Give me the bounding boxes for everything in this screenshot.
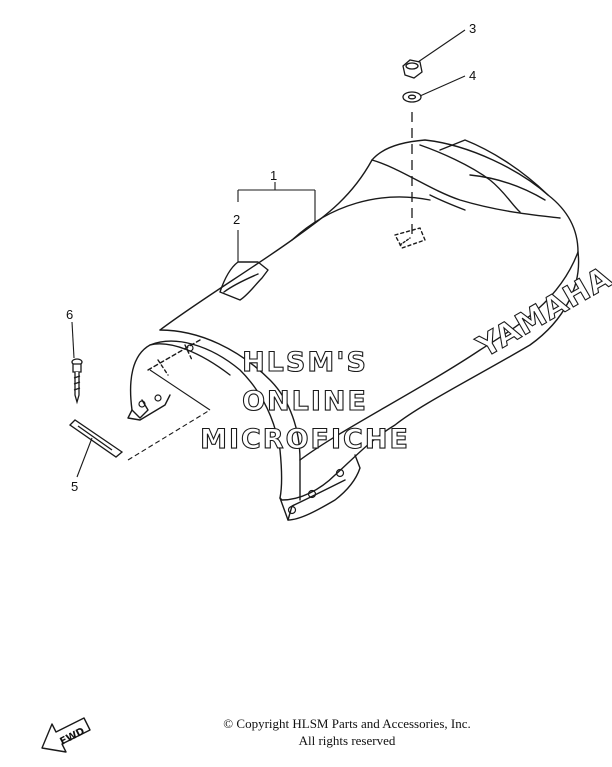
watermark: HLSM'S ONLINE MICROFICHE [200, 346, 410, 455]
callout-5: 5 [71, 479, 78, 494]
seat-body-outline [159, 139, 580, 501]
screw-part [71, 358, 83, 405]
seat-assembly [127, 139, 580, 521]
tab-part [219, 261, 269, 301]
nut-part [402, 59, 423, 79]
clip-part [68, 419, 124, 458]
seat-front-opening [129, 340, 283, 499]
watermark-line-2: ONLINE [242, 386, 368, 417]
mounting-holes [138, 344, 345, 515]
callout-2: 2 [233, 212, 240, 227]
watermark-line-3: MICROFICHE [200, 424, 410, 455]
brand-lettering: YAMAHA [471, 260, 612, 366]
callout-6: 6 [66, 307, 73, 322]
fwd-arrow-icon: FWD [41, 717, 91, 753]
callout-4: 4 [469, 68, 476, 83]
callout-3: 3 [469, 21, 476, 36]
copyright-text: © Copyright HLSM Parts and Accessories, … [223, 716, 471, 731]
watermark-line-1: HLSM'S [242, 347, 368, 378]
mounting-flange [279, 454, 361, 521]
washer-part [402, 91, 422, 103]
callout-1: 1 [270, 168, 277, 183]
rights-text: All rights reserved [298, 733, 396, 748]
leader-lines [71, 29, 466, 478]
